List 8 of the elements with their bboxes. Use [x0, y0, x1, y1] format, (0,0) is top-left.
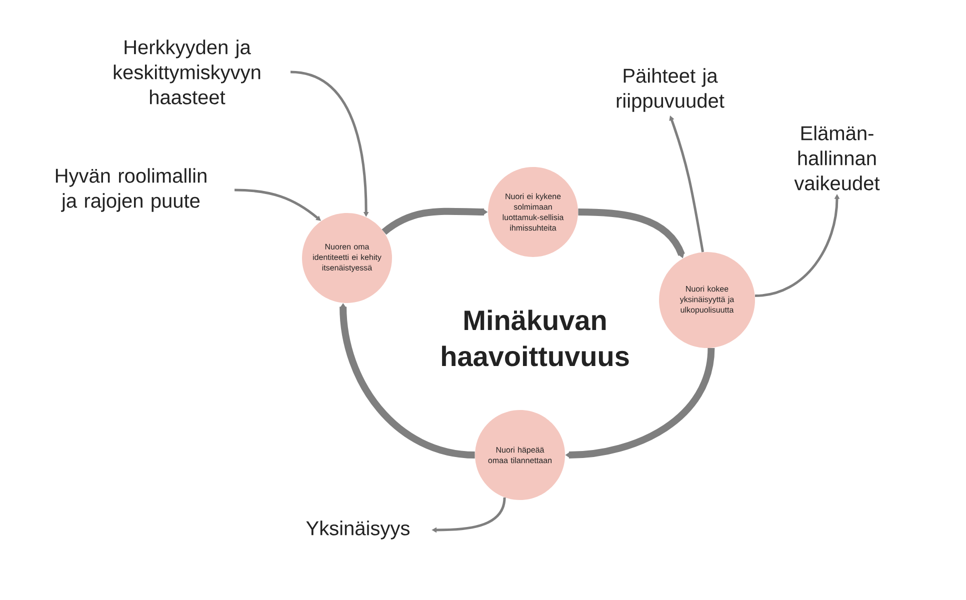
- factor-label: Hyvän roolimallin ja rajojen puute: [56, 168, 206, 212]
- factor-label: Herkkyyden ja keskittymiskyvyn haasteet: [114, 40, 260, 104]
- factor-label: Yksinäisyys: [306, 520, 410, 540]
- factor-label: Päihteet ja riippuvuudet: [616, 68, 724, 112]
- arrow: [234, 188, 321, 221]
- title: Minäkuvan haavoittuvuus: [442, 310, 629, 366]
- factor-label: Elämän-hallinnan vaikeudet: [794, 126, 880, 190]
- arrow: [340, 303, 476, 458]
